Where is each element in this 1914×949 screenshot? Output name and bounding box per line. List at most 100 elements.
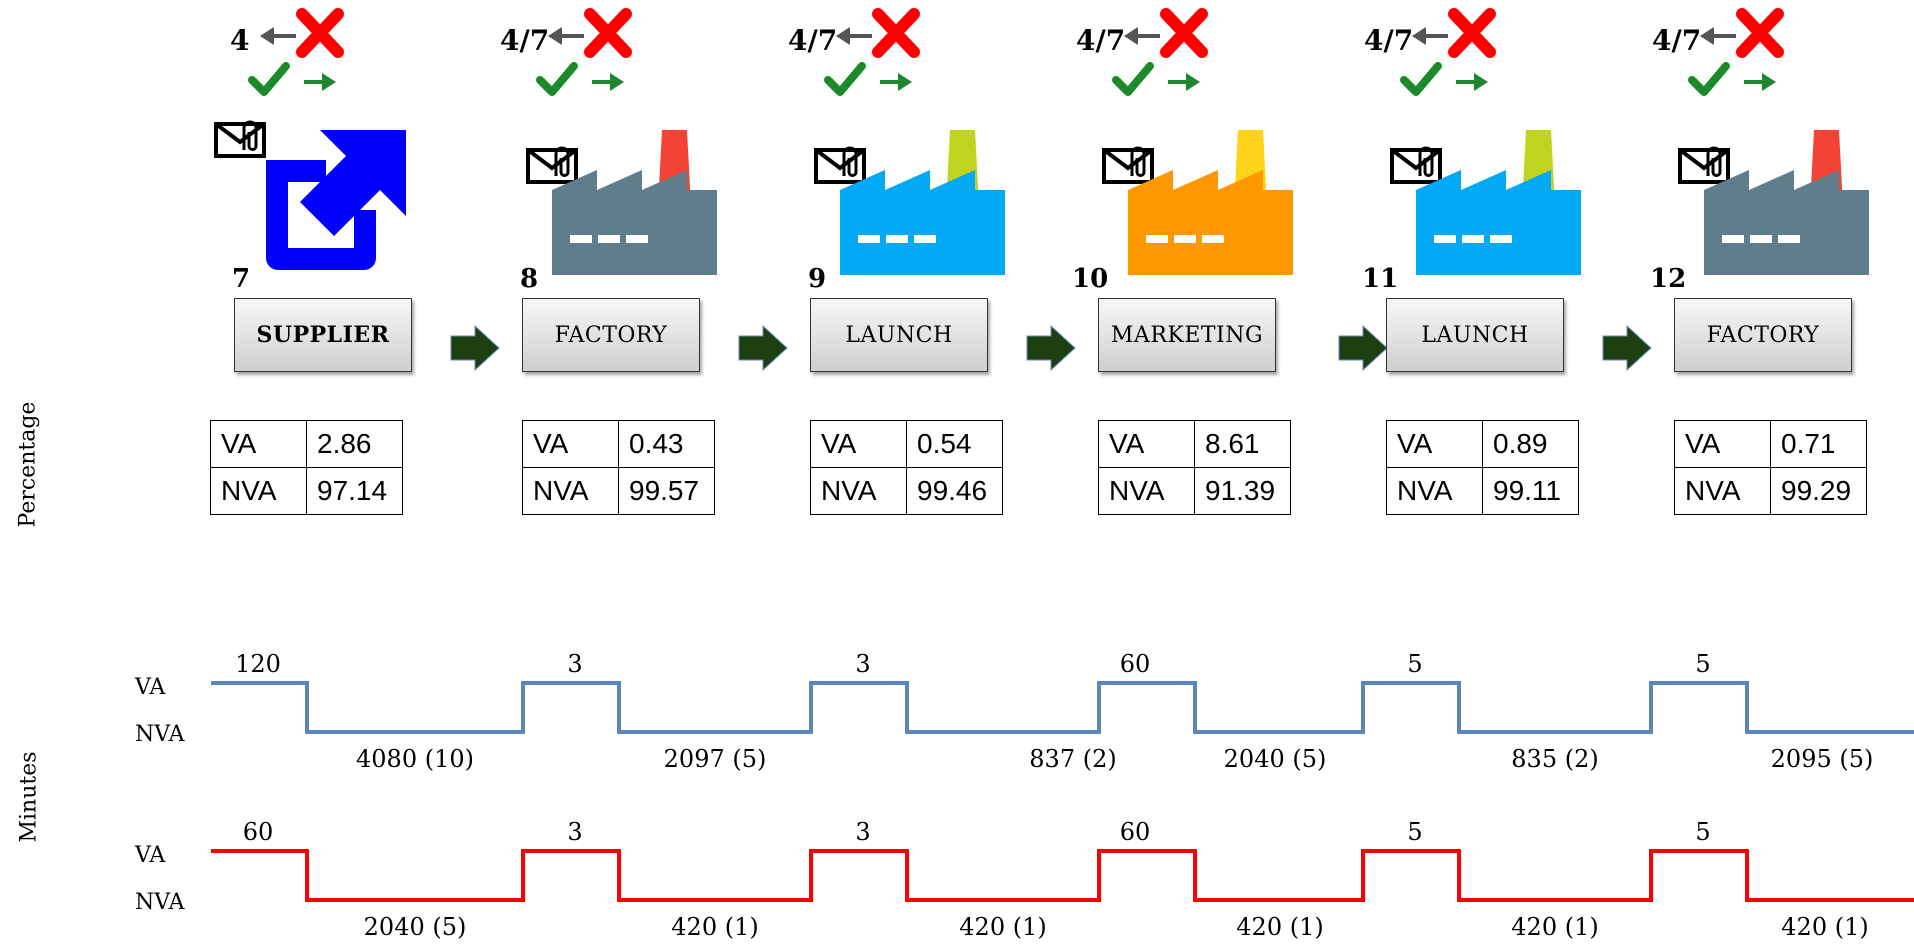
blue-va-value: 60 [1119, 650, 1151, 678]
stage-icons [814, 8, 1005, 275]
flow-arrow-icon [1026, 325, 1076, 371]
mail-attachment-icon [214, 120, 266, 158]
blue-va-label: VA [135, 675, 166, 700]
red-nva-value: 420 (1) [671, 913, 759, 941]
nva-key: NVA [1386, 467, 1483, 515]
blue-nva-value: 2095 (5) [1770, 745, 1874, 773]
cross-icon [1736, 8, 1784, 58]
blue-nva-label: NVA [135, 722, 185, 747]
mail-attachment-icon [526, 146, 578, 184]
va-value: 8.61 [1194, 420, 1291, 468]
forward-arrow-icon [1456, 73, 1488, 91]
stage-ratio: 4/7 [1364, 24, 1414, 57]
cross-icon [1160, 8, 1208, 58]
red-va-value: 60 [242, 818, 274, 846]
stage-number: 7 [232, 264, 251, 294]
blue-nva-value: 2097 (5) [663, 745, 767, 773]
forward-arrow-icon [592, 73, 624, 91]
red-nva-label: NVA [135, 890, 185, 915]
forward-arrow-icon [1744, 73, 1776, 91]
stage-number: 12 [1650, 264, 1687, 294]
supplier-external-link-icon [266, 130, 406, 270]
va-key: VA [1386, 420, 1483, 468]
back-arrow-icon [1700, 27, 1736, 45]
va-value: 0.43 [618, 420, 715, 468]
process-box-factory[interactable]: FACTORY [522, 298, 700, 372]
cross-icon [296, 8, 344, 58]
nva-key: NVA [210, 467, 307, 515]
check-icon [536, 62, 578, 96]
forward-arrow-icon [880, 73, 912, 91]
stage-ratio: 4/7 [1076, 24, 1126, 57]
blue-nva-value: 4080 (10) [356, 745, 474, 773]
blue-nva-value: 2040 (5) [1223, 745, 1327, 773]
cross-icon [872, 8, 920, 58]
nva-key: NVA [1674, 467, 1771, 515]
va-key: VA [210, 420, 307, 468]
nva-key: NVA [810, 467, 907, 515]
va-key: VA [810, 420, 907, 468]
check-icon [1688, 62, 1730, 96]
check-icon [248, 62, 290, 96]
va-value: 0.89 [1482, 420, 1579, 468]
stage-icons [1678, 8, 1869, 275]
red-nva-value: 420 (1) [1781, 913, 1869, 941]
red-va-value: 60 [1119, 818, 1151, 846]
stage-number: 10 [1072, 264, 1109, 294]
forward-arrow-icon [304, 73, 336, 91]
process-box-factory[interactable]: FACTORY [1674, 298, 1852, 372]
stage-icons [214, 8, 406, 270]
blue-va-value: 5 [1407, 650, 1423, 678]
blue-va-value: 120 [235, 650, 281, 678]
process-box-launch[interactable]: LAUNCH [1386, 298, 1564, 372]
factory-blue-icon [1416, 130, 1581, 275]
factory-blue-icon [840, 130, 1005, 275]
nva-key: NVA [1098, 467, 1195, 515]
stage-icons [1390, 8, 1581, 275]
va-value: 0.71 [1770, 420, 1867, 468]
stage-number: 8 [520, 264, 539, 294]
va-key: VA [522, 420, 619, 468]
back-arrow-icon [1124, 27, 1160, 45]
nva-value: 97.14 [306, 467, 403, 515]
red-va-value: 3 [855, 818, 871, 846]
blue-nva-value: 837 (2) [1029, 745, 1117, 773]
process-box-supplier[interactable]: SUPPLIER [234, 298, 412, 372]
cross-icon [1448, 8, 1496, 58]
cross-icon [584, 8, 632, 58]
check-icon [1400, 62, 1442, 96]
stage-ratio: 4/7 [500, 24, 550, 57]
red-nva-value: 420 (1) [1236, 913, 1324, 941]
stage-number: 11 [1362, 264, 1399, 294]
back-arrow-icon [1412, 27, 1448, 45]
back-arrow-icon [260, 27, 296, 45]
factory-gray-icon [1704, 130, 1869, 275]
red-va-value: 5 [1407, 818, 1423, 846]
mail-attachment-icon [1678, 146, 1730, 184]
factory-orange-icon [1128, 130, 1293, 275]
mail-attachment-icon [1102, 146, 1154, 184]
stage-icons [1102, 8, 1293, 275]
stage-ratio: 4 [230, 24, 250, 57]
check-icon [1112, 62, 1154, 96]
process-box-marketing[interactable]: MARKETING [1098, 298, 1276, 372]
stage-number: 9 [808, 264, 827, 294]
red-nva-value: 420 (1) [1511, 913, 1599, 941]
red-nva-value: 2040 (5) [363, 913, 467, 941]
va-value: 2.86 [306, 420, 403, 468]
stage-ratio: 4/7 [1652, 24, 1702, 57]
flow-arrow-icon [738, 325, 788, 371]
nva-value: 99.46 [906, 467, 1003, 515]
flow-arrow-icon [1602, 325, 1652, 371]
flow-arrow-icon [1338, 325, 1388, 371]
nva-key: NVA [522, 467, 619, 515]
stage-icons [526, 8, 717, 275]
va-value: 0.54 [906, 420, 1003, 468]
process-box-launch[interactable]: LAUNCH [810, 298, 988, 372]
back-arrow-icon [836, 27, 872, 45]
